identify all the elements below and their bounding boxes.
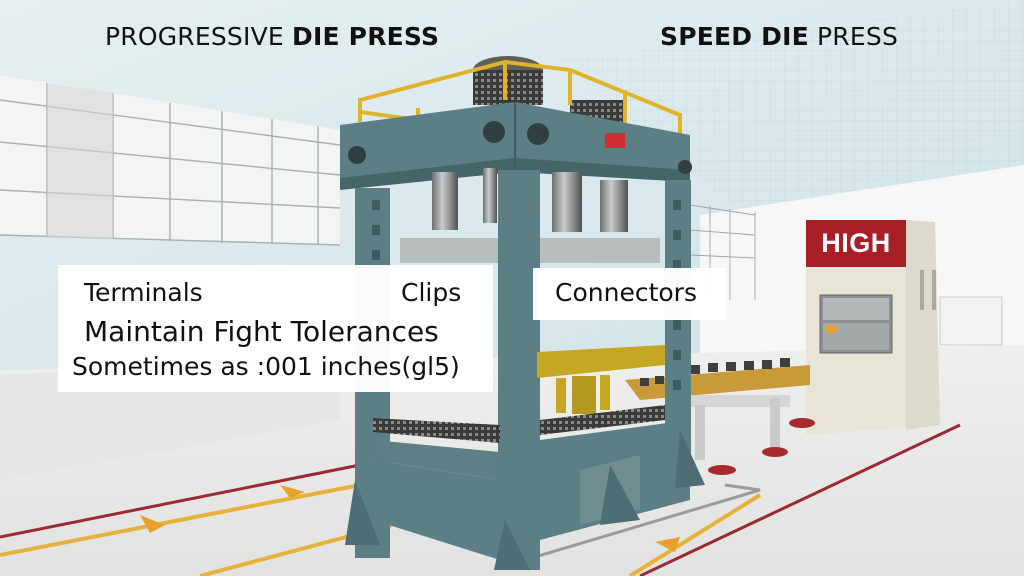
speed-die-press-title: SPEED DIE PRESS xyxy=(660,22,898,51)
title-light-text: PROGRESSIVE xyxy=(105,22,284,51)
connectors-label: Connectors xyxy=(555,278,697,307)
info-panel xyxy=(58,265,493,392)
tolerance-subline: Sometimes as :001 inches(gl5) xyxy=(72,352,460,381)
high-sign: HIGH xyxy=(806,220,906,267)
clips-label: Clips xyxy=(401,278,462,307)
title-bold-text: DIE PRESS xyxy=(292,22,440,51)
title-light-text: PRESS xyxy=(817,22,899,51)
title-bold-text: SPEED DIE xyxy=(660,22,809,51)
terminals-label: Terminals xyxy=(84,278,203,307)
tolerance-headline: Maintain Fight Tolerances xyxy=(84,315,439,348)
connectors-box xyxy=(533,268,726,320)
progressive-die-press-title: PROGRESSIVE DIE PRESS xyxy=(105,22,439,51)
